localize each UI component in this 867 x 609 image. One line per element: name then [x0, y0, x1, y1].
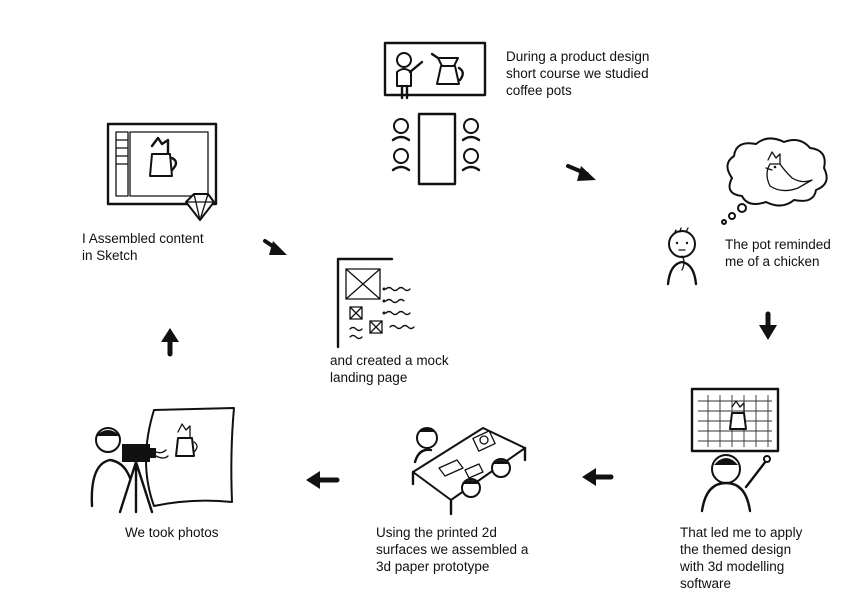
modelling-screen-icon [690, 387, 780, 513]
step-caption-modelling: That led me to apply the themed design w… [680, 525, 803, 591]
step-caption-paper: Using the printed 2d surfaces we assembl… [376, 525, 529, 574]
arrow-icon [582, 468, 614, 486]
sketch-app-window-icon [106, 122, 218, 221]
arrow-icon [566, 164, 596, 181]
paper-prototype-table-icon [411, 427, 527, 516]
step-caption-sketch: I Assembled content in Sketch [82, 231, 204, 263]
arrow-icon [759, 311, 777, 340]
wireframe-landing-page-icon [336, 257, 415, 349]
arrow-icon [263, 239, 287, 255]
thinking-person-icon [666, 227, 698, 286]
step-caption-landing: and created a mock landing page [330, 353, 449, 385]
step-caption-photos: We took photos [125, 525, 219, 540]
presentation-board-icon [383, 41, 487, 100]
arrow-icon [161, 328, 179, 357]
meeting-table-icon [391, 112, 481, 186]
thought-bubble-chicken-icon [721, 137, 828, 225]
camera-photographer-icon [90, 407, 235, 514]
arrow-icon [306, 471, 340, 489]
step-caption-study: During a product design short course we … [506, 49, 650, 98]
step-caption-chicken: The pot reminded me of a chicken [725, 237, 831, 269]
